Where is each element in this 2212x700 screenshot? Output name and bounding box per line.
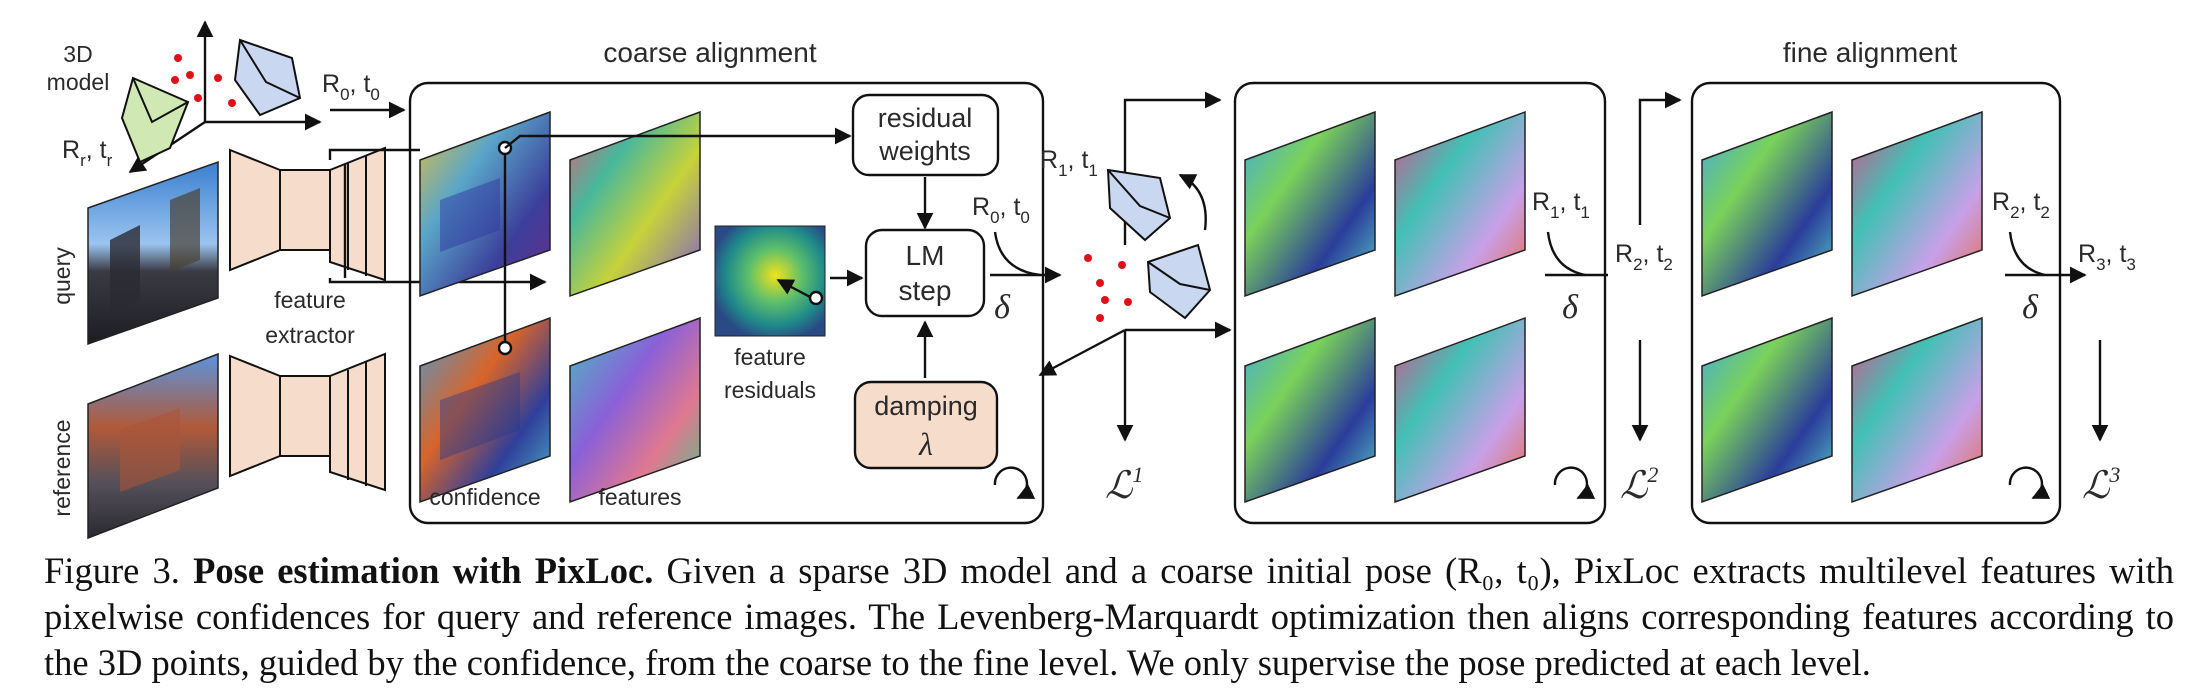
feature-map-reference bbox=[569, 316, 701, 504]
model-label-line2: model bbox=[47, 69, 110, 95]
point-correspondence bbox=[497, 127, 852, 356]
mid-feature-query bbox=[1394, 110, 1526, 298]
model-camera-icon bbox=[233, 38, 302, 117]
damping-box bbox=[853, 380, 999, 470]
fine-confidence-query bbox=[1701, 110, 1833, 298]
initial-pose-label: R0, t0 bbox=[322, 70, 380, 104]
caption-bold-title: Pose estimation with PixLoc. bbox=[193, 550, 654, 591]
residual-weights-box bbox=[851, 93, 1000, 177]
coarse-loop-icon bbox=[993, 466, 1036, 500]
features-label: features bbox=[598, 484, 681, 510]
projected-points bbox=[1084, 254, 1132, 322]
feature-residuals-line2: residuals bbox=[724, 377, 816, 403]
residual-weights-line1: residual bbox=[878, 103, 973, 133]
feature-extractor-label-line2: extractor bbox=[265, 322, 355, 348]
reference-label: reference bbox=[49, 419, 75, 516]
damping-lambda: λ bbox=[918, 426, 933, 462]
fine-input-pose-label: R2, t2 bbox=[1992, 188, 2050, 222]
fine-output-pose-label: R3, t3 bbox=[2078, 240, 2136, 274]
caption-part1: Given a sparse 3D model and a coarse ini… bbox=[653, 550, 1446, 591]
mid-loop-icon bbox=[1553, 466, 1596, 500]
loss-2: ℒ2 bbox=[1620, 462, 1658, 507]
updated-pose-label: R1, t1 bbox=[1040, 146, 1098, 180]
feature-extractor-query bbox=[229, 146, 386, 282]
fine-alignment-box bbox=[1690, 81, 2062, 525]
mid-input-pose-label: R1, t1 bbox=[1532, 188, 1590, 222]
figure-caption: Figure 3. Pose estimation with PixLoc. G… bbox=[44, 548, 2174, 686]
query-label: query bbox=[49, 247, 75, 305]
feature-map-query bbox=[569, 110, 701, 298]
damping-label: damping bbox=[874, 391, 978, 421]
lm-step-line2: step bbox=[899, 275, 952, 306]
lm-step-box bbox=[864, 228, 986, 318]
feature-extractor-reference bbox=[229, 352, 386, 492]
reference-camera-icon bbox=[120, 76, 190, 164]
fine-confidence-reference bbox=[1701, 316, 1833, 504]
model-label-line1: 3D bbox=[63, 41, 92, 67]
coarse-delta: δ bbox=[994, 289, 1011, 326]
lm-step-line1: LM bbox=[906, 240, 945, 271]
loss-3: ℒ3 bbox=[2082, 462, 2120, 507]
fine-feature-reference bbox=[1851, 316, 1983, 504]
reference-pose-label: Rr, tr bbox=[62, 136, 113, 170]
fine-feature-query bbox=[1851, 110, 1983, 298]
confidence-label: confidence bbox=[429, 484, 540, 510]
confidence-map-reference bbox=[419, 316, 551, 504]
mid-confidence-query bbox=[1244, 110, 1376, 298]
fine-alignment-title: fine alignment bbox=[1783, 37, 1958, 68]
mid-delta: δ bbox=[1562, 289, 1579, 326]
caption-part2: , PixLoc extracts multilevel features wi… bbox=[44, 550, 2174, 683]
reference-image bbox=[87, 352, 219, 540]
fine-loop-icon bbox=[2008, 466, 2051, 500]
coarse-input-pose-label: R0, t0 bbox=[972, 193, 1030, 227]
model-points bbox=[171, 54, 236, 107]
feature-extractor-label-line1: feature bbox=[274, 287, 346, 313]
feature-residuals-line1: feature bbox=[734, 344, 806, 370]
mid-confidence-reference bbox=[1244, 316, 1376, 504]
pixloc-pipeline-figure: 3D model Rr, tr R0, t0 query reference f… bbox=[47, 20, 2136, 540]
confidence-map-query bbox=[419, 110, 551, 298]
middle-alignment-box bbox=[1233, 81, 1607, 525]
caption-prefix: Figure 3. bbox=[44, 550, 194, 591]
initial-camera-icon bbox=[1146, 243, 1212, 320]
loss-1: ℒ1 bbox=[1105, 462, 1143, 507]
updated-camera-icon bbox=[1106, 168, 1172, 242]
residual-weights-line2: weights bbox=[878, 136, 971, 166]
coarse-alignment-box bbox=[408, 81, 1045, 525]
mid-feature-reference bbox=[1394, 316, 1526, 504]
caption-math: (R₀, t₀) bbox=[1445, 550, 1552, 591]
mid-output-pose-label: R2, t2 bbox=[1615, 240, 1673, 274]
fine-delta: δ bbox=[2022, 289, 2039, 326]
feature-residuals-image bbox=[714, 225, 826, 337]
query-image bbox=[87, 160, 219, 346]
coarse-alignment-title: coarse alignment bbox=[603, 37, 816, 68]
